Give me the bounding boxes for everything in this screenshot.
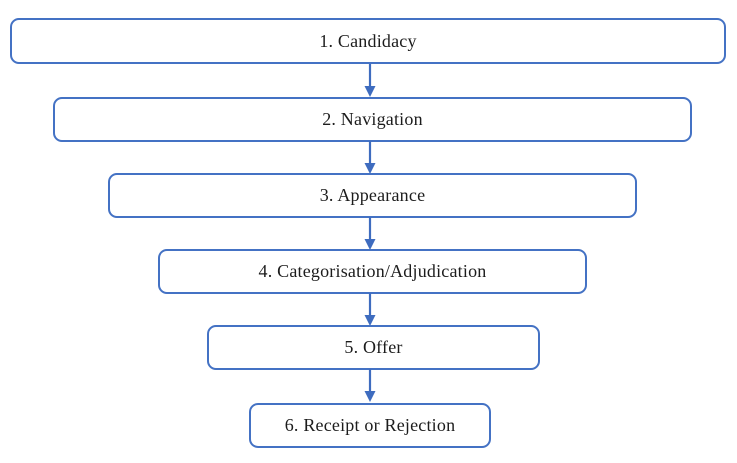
down-arrow-icon (364, 64, 376, 97)
flow-step-categorisation-adjudication: 4. Categorisation/Adjudication (158, 249, 587, 294)
flow-step-label: 5. Offer (344, 337, 403, 357)
flow-step-label: 3. Appearance (319, 185, 426, 205)
flow-step-appearance: 3. Appearance (108, 173, 637, 218)
flow-step-navigation: 2. Navigation (53, 97, 692, 142)
flow-step-label: 1. Candidacy (319, 30, 417, 51)
down-arrow-icon (364, 141, 376, 174)
down-arrow-icon (364, 217, 376, 250)
flow-step-receipt-or-rejection: 6. Receipt or Rejection (249, 403, 491, 448)
flow-step-offer: 5. Offer (207, 325, 540, 370)
flow-step-label: 2. Navigation (322, 109, 423, 129)
flow-step-candidacy: 1. Candidacy (10, 18, 726, 64)
down-arrow-icon (364, 369, 376, 402)
flow-step-label: 4. Categorisation/Adjudication (258, 261, 487, 281)
down-arrow-icon (364, 293, 376, 326)
flow-step-label: 6. Receipt or Rejection (284, 415, 456, 435)
